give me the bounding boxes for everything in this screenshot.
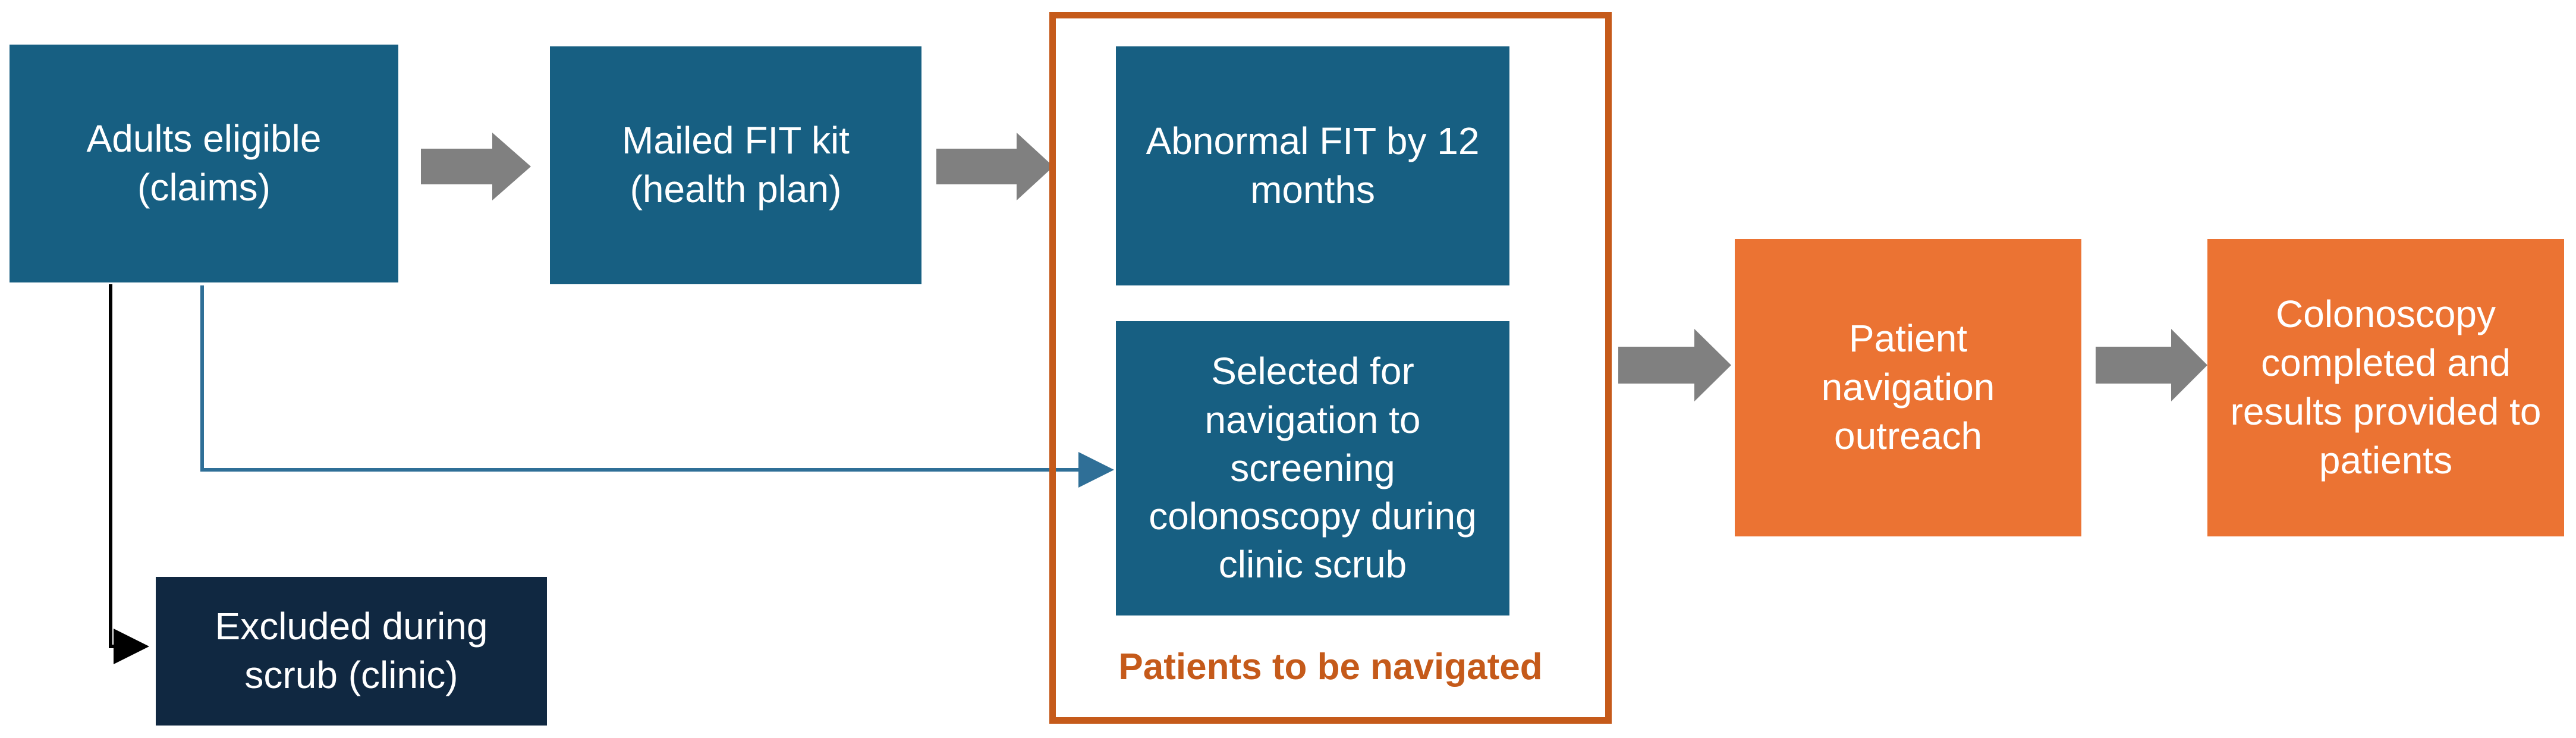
group-label-patients-to-be-navigated: Patients to be navigated (1118, 646, 1543, 687)
block-arrow-navigation-to-colonoscopy (2096, 329, 2207, 401)
node-colonoscopy-completed: Colonoscopy completed and results provid… (2207, 239, 2564, 536)
line-arrow-adults-to-excluded (109, 284, 149, 664)
node-abnormal-fit: Abnormal FIT by 12 months (1116, 46, 1509, 285)
node-patient-navigation-outreach-label: Patient navigation outreach (1821, 317, 1995, 457)
node-patient-navigation-outreach: Patient navigation outreach (1735, 239, 2081, 536)
node-colonoscopy-completed-label: Colonoscopy completed and results provid… (2230, 293, 2542, 482)
node-abnormal-fit-label: Abnormal FIT by 12 months (1146, 120, 1480, 211)
node-mailed-fit-kit-label: Mailed FIT kit (health plan) (622, 119, 850, 211)
node-adults-eligible: Adults eligible (claims) (10, 45, 398, 282)
block-arrow-group-to-navigation (1618, 329, 1731, 401)
line-arrow-adults-to-selected (200, 285, 1114, 488)
node-selected-for-navigation: Selected for navigation to screening col… (1116, 321, 1509, 615)
node-adults-eligible-label: Adults eligible (claims) (86, 117, 322, 209)
group-patients-to-be-navigated (1049, 12, 1612, 724)
node-mailed-fit-kit: Mailed FIT kit (health plan) (550, 46, 921, 284)
block-arrow-adults-to-mailed (421, 133, 531, 200)
node-excluded-during-scrub: Excluded during scrub (clinic) (156, 577, 547, 726)
node-selected-for-navigation-label: Selected for navigation to screening col… (1149, 350, 1477, 586)
node-excluded-during-scrub-label: Excluded during scrub (clinic) (215, 605, 488, 696)
block-arrow-mailed-to-group (936, 133, 1053, 200)
